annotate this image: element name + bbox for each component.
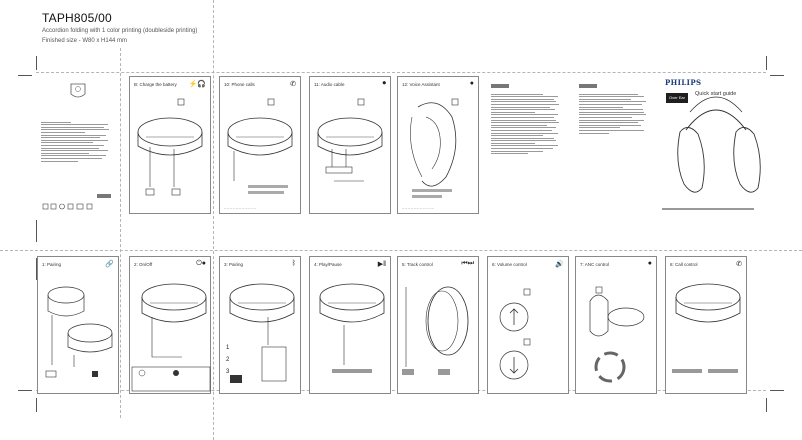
cut-guide: [36, 72, 766, 73]
instructions-text: [491, 92, 565, 156]
crop-mark: [770, 75, 784, 76]
document-subtitle-1: Accordion folding with 1 color printing …: [42, 28, 198, 34]
panel-title: 8: Call control: [670, 262, 698, 267]
phone-icon: ✆: [290, 81, 296, 88]
crop-mark: [766, 56, 767, 70]
panel-phone-calls: 10: Phone calls ✆ ─ ─ ─ ─ ─ ─ ─ ─ ─ ─ ─: [219, 76, 301, 214]
panel-call-control: 8: Call control ✆: [665, 256, 747, 394]
headphone-illustration: 1 2 3: [226, 283, 295, 383]
panel-title: B: Charge the battery: [134, 82, 177, 87]
crop-mark: [18, 390, 32, 391]
instructions-text: [579, 92, 653, 135]
crop-mark: [36, 398, 37, 412]
cut-guide: [0, 250, 802, 251]
panel-track-control: 5: Track control ⏮⏭: [397, 256, 479, 394]
panel-volume-control: 6: Volume control 🔊: [487, 256, 569, 394]
anc-icon: ●: [647, 260, 652, 267]
series-label: Over Ear: [666, 93, 688, 103]
document-header: TAPH805/00 Accordion folding with 1 colo…: [42, 11, 197, 45]
guide-title: Quick start guide: [695, 91, 737, 97]
panel-on-off: 2: On/Off ⏻●: [129, 256, 211, 394]
panel-back-page: [37, 76, 119, 214]
document-title: TAPH805/00: [42, 11, 112, 25]
panel-title: 5: Track control: [402, 262, 433, 267]
earcup-side-illustration: [402, 286, 469, 375]
volume-icon: 🔊: [555, 261, 564, 268]
panel-title: 1: Pairing: [42, 262, 62, 267]
philips-shield-icon: [70, 83, 86, 98]
panel-text-2: [575, 76, 657, 214]
panel-pairing-2: 3: Pairing ᛒ 1 2 3: [219, 256, 301, 394]
panel-voice-assistant: 12: Voice Assistant ● ─ ─ ─ ─ ─ ─ ─ ─ ─ …: [397, 76, 479, 214]
certification-marks: [42, 194, 111, 210]
headphone-illustration: [137, 98, 203, 196]
track-icon: ⏮⏭: [461, 260, 474, 267]
panel-pairing-1: 1: Pairing 🔗: [37, 256, 119, 394]
panel-title: 11: Audio cable: [314, 82, 345, 87]
bluetooth-icon: ᛒ: [291, 260, 296, 267]
call-icon: ✆: [736, 261, 742, 268]
panel-title: 10: Phone calls: [224, 82, 255, 87]
footnote: ─ ─ ─ ─ ─ ─ ─ ─ ─ ─ ─: [402, 206, 434, 210]
play-pause-icon: ▶‖: [377, 261, 386, 268]
footnote: ─ ─ ─ ─ ─ ─ ─ ─ ─ ─ ─: [224, 206, 256, 210]
panel-play-pause: 4: Play/Pause ▶‖: [309, 256, 391, 394]
panel-audio-cable: 11: Audio cable ⏺: [309, 76, 391, 214]
pair-icon: 🔗: [105, 261, 114, 268]
panel-anc-control: 7: ANC control ●: [575, 256, 657, 394]
svg-text:1: 1: [226, 345, 230, 351]
crop-mark: [36, 258, 37, 280]
crop-mark: [770, 390, 784, 391]
crop-mark: [18, 75, 32, 76]
panel-title: 12: Voice Assistant: [402, 82, 440, 87]
legal-text-block: [41, 120, 115, 163]
panel-title: 2: On/Off: [134, 262, 153, 267]
headphone-illustration: [319, 283, 385, 373]
assistant-icon: ●: [469, 80, 474, 87]
power-icon: ⏻●: [196, 260, 206, 267]
headphone-illustration: [227, 98, 293, 194]
panel-title: 4: Play/Pause: [314, 262, 342, 267]
headphone-illustration: [131, 283, 211, 392]
crop-mark: [36, 220, 37, 242]
headphone-illustration: [317, 98, 383, 182]
anc-illustration: [589, 286, 645, 383]
brand-logo: PHILIPS: [665, 78, 702, 87]
fold-guide: [120, 48, 121, 418]
svg-text:3: 3: [226, 369, 230, 375]
charge-icon: ⚡🎧: [188, 81, 206, 88]
crop-mark: [36, 56, 37, 70]
crop-mark: [766, 398, 767, 412]
panel-text-1: [487, 76, 569, 214]
panel-title: 7: ANC control: [580, 262, 610, 267]
svg-text:2: 2: [226, 357, 230, 363]
cable-icon: ⏺: [382, 80, 387, 87]
ear-illustration: [410, 98, 459, 198]
headphone-illustration: [672, 283, 741, 373]
panel-title: 6: Volume control: [492, 262, 527, 267]
panel-charge-battery: B: Charge the battery ⚡🎧: [129, 76, 211, 214]
fold-guide: [213, 0, 214, 440]
earcup-volume-illustration: [499, 288, 531, 380]
document-subtitle-2: Finished size - W80 x H144 mm: [42, 38, 128, 44]
earcup-illustration: [45, 286, 113, 378]
panel-title: 3: Pairing: [224, 262, 244, 267]
